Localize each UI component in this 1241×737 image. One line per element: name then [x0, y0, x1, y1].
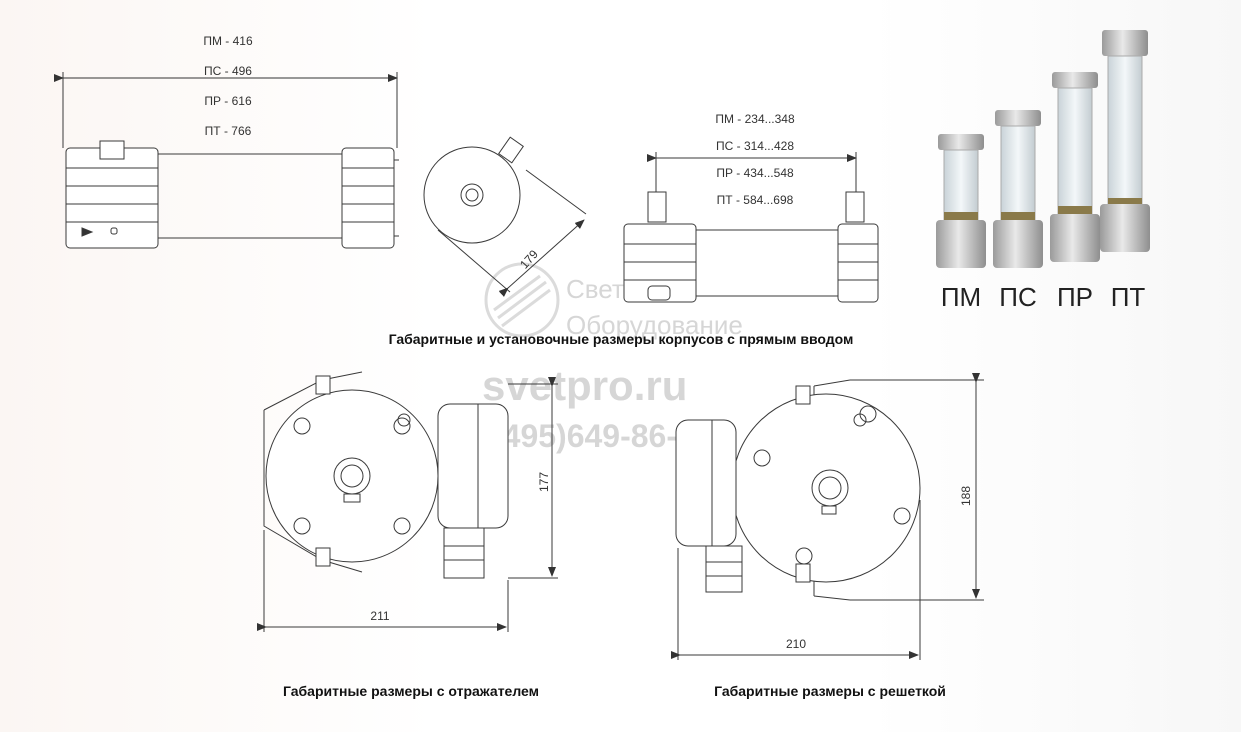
product-photo-group [936, 30, 1150, 268]
caption-right: Габаритные размеры с решеткой [714, 683, 946, 699]
dim-label-pt: ПТ - 766 [205, 124, 252, 138]
series-label-pt: ПТ [1111, 282, 1146, 312]
watermark-line1: Свет [566, 274, 624, 304]
product-pt [1100, 30, 1150, 252]
series-label-pr: ПР [1057, 282, 1093, 312]
mount-label-ps: ПС - 314...428 [716, 139, 794, 153]
diameter-dimension-line [498, 219, 585, 297]
mount-label-pm: ПМ - 234...348 [715, 112, 795, 126]
mount-label-pr: ПР - 434...548 [716, 166, 794, 180]
dim-label-188: 188 [959, 486, 973, 506]
grille-view [671, 373, 984, 660]
watermark: Свет Оборудование svetpro.ru (495)649-86… [482, 262, 743, 454]
mounted-body-view [623, 152, 879, 303]
dim-label-177: 177 [537, 472, 551, 492]
product-pm [936, 134, 986, 268]
caption-top: Габаритные и установочные размеры корпус… [389, 331, 854, 347]
dim-label-211: 211 [370, 609, 389, 623]
dim-label-pm: ПМ - 416 [203, 34, 253, 48]
series-label-pm: ПМ [941, 282, 981, 312]
series-label-ps: ПС [999, 282, 1036, 312]
watermark-site: svetpro.ru [482, 362, 687, 409]
caption-left: Габаритные размеры с отражателем [283, 683, 539, 699]
dim-label-pr: ПР - 616 [204, 94, 252, 108]
product-ps [993, 110, 1043, 268]
dim-label-210: 210 [786, 637, 806, 651]
watermark-phone: (495)649-86- [492, 418, 677, 454]
long-body-side-view [54, 72, 399, 249]
end-view-round [423, 136, 587, 297]
dim-label-ps: ПС - 496 [204, 64, 252, 78]
mount-label-pt: ПТ - 584...698 [717, 193, 794, 207]
product-pr [1050, 72, 1100, 262]
reflector-view [257, 371, 558, 632]
watermark-line2: Оборудование [566, 310, 743, 340]
